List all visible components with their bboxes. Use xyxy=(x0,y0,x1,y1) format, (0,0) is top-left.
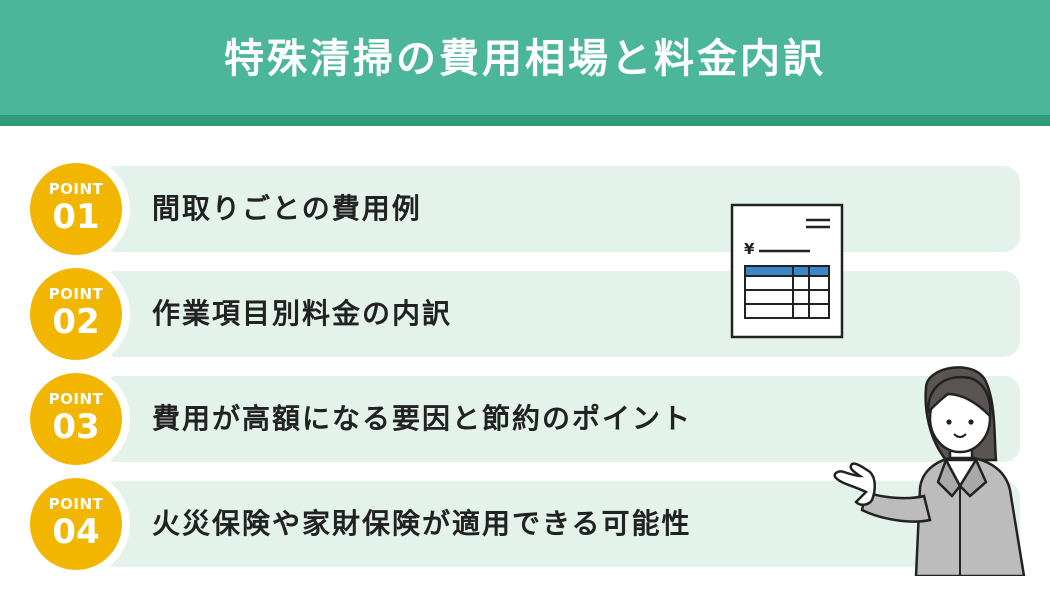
item-band xyxy=(100,271,1020,357)
businesswoman-illustration xyxy=(833,366,1026,576)
item-band xyxy=(100,376,1020,462)
badge-number: 02 xyxy=(52,302,100,342)
badge-point-label: POINT xyxy=(48,180,104,198)
list-item-01: POINT 01 間取りごとの費用例 xyxy=(22,155,1020,263)
item-label: 火災保険や家財保険が適用できる可能性 xyxy=(152,507,692,540)
badge-point-label: POINT xyxy=(48,285,104,303)
badge-point-label: POINT xyxy=(48,495,104,513)
point-badge: POINT 03 xyxy=(30,373,122,465)
badge-number: 03 xyxy=(52,407,100,447)
item-label: 作業項目別料金の内訳 xyxy=(152,297,453,330)
item-label: 間取りごとの費用例 xyxy=(152,192,422,225)
badge-point-label: POINT xyxy=(48,390,104,408)
invoice-icon: ¥ xyxy=(730,203,844,339)
header: 特殊清掃の費用相場と料金内訳 xyxy=(0,0,1050,115)
page-title: 特殊清掃の費用相場と料金内訳 xyxy=(224,35,826,82)
badge-number: 01 xyxy=(52,197,100,237)
yen-sign: ¥ xyxy=(744,240,755,258)
list-item-02: POINT 02 作業項目別料金の内訳 xyxy=(22,260,1020,368)
badge-number: 04 xyxy=(52,512,100,552)
point-badge: POINT 04 xyxy=(30,478,122,570)
point-badge: POINT 02 xyxy=(30,268,122,360)
item-band xyxy=(100,166,1020,252)
list-item-03: POINT 03 費用が高額になる要因と節約のポイント xyxy=(22,365,1020,473)
item-label: 費用が高額になる要因と節約のポイント xyxy=(152,402,693,435)
header-underline xyxy=(0,115,1050,126)
point-badge: POINT 01 xyxy=(30,163,122,255)
